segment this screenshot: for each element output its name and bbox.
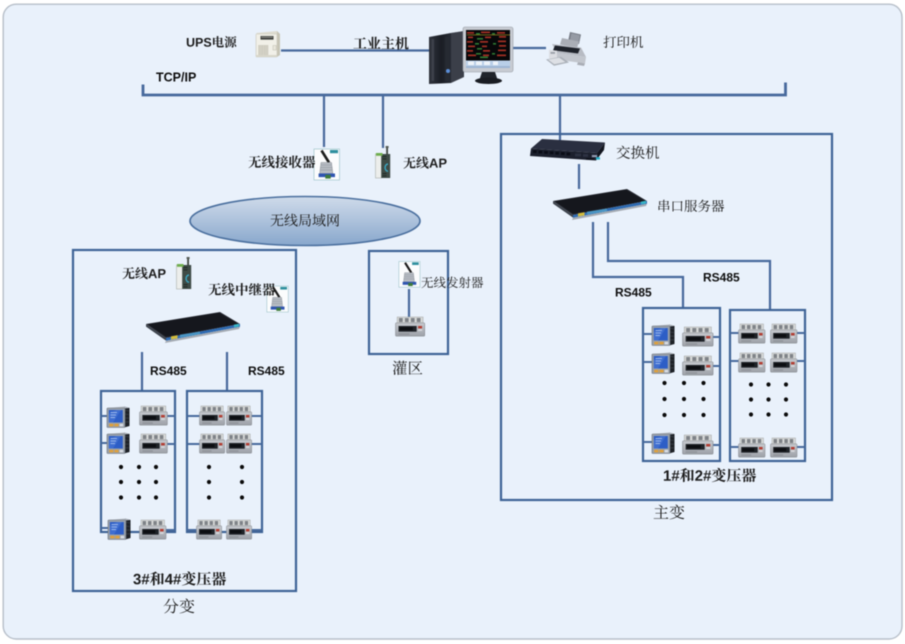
svg-text:RS485: RS485: [615, 286, 652, 300]
svg-text:RS485: RS485: [150, 364, 187, 378]
svg-text:RS485: RS485: [703, 271, 740, 285]
svg-text:RS485: RS485: [248, 364, 285, 378]
svg-text:TCP/IP: TCP/IP: [156, 71, 196, 85]
